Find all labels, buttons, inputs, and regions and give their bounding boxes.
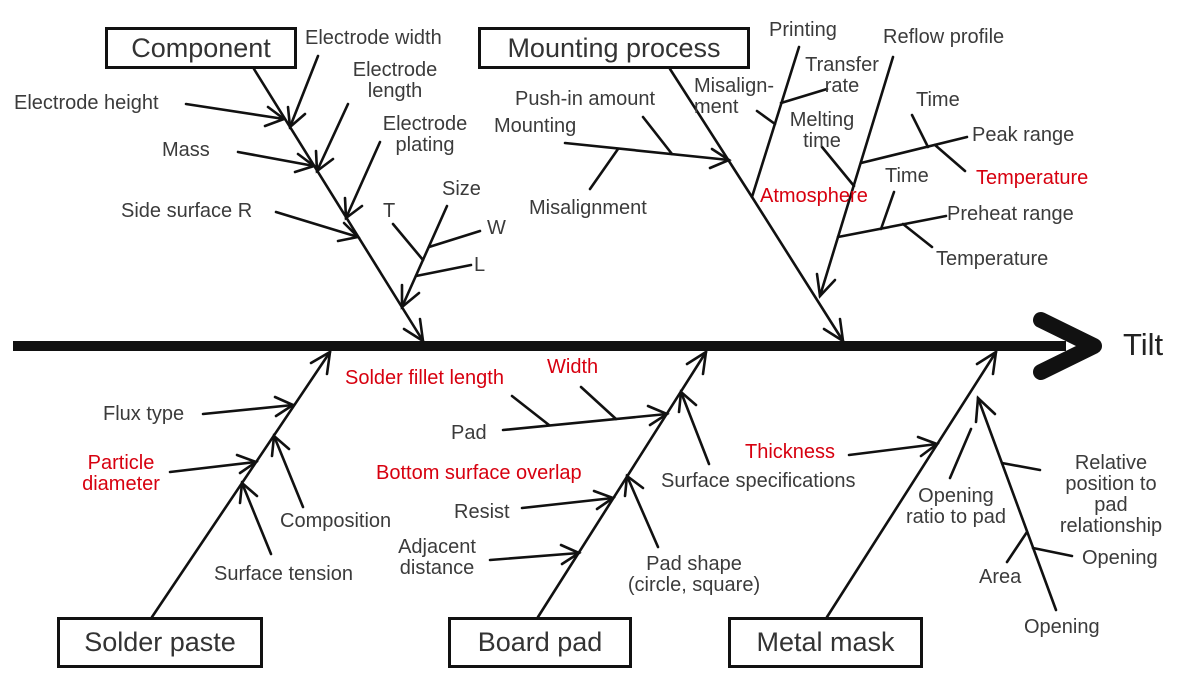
cause-printing: Printing [769, 19, 837, 41]
cause-pad-shape: Pad shape (circle, square) [627, 553, 761, 596]
board-pad-bone [488, 349, 711, 619]
cause-size-t: T [383, 200, 396, 222]
cause-pad: Pad [451, 422, 487, 444]
cause-opening-side: Opening [1082, 547, 1158, 569]
cause-bottom-surface-overlap: Bottom surface overlap [376, 462, 582, 484]
reflow-profile-bone [815, 55, 969, 299]
cause-peak-temperature: Temperature [976, 167, 1089, 189]
cause-surface-tension: Surface tension [214, 563, 353, 585]
cause-electrode-width: Electrode width [305, 27, 442, 49]
cause-push-in-amount: Push-in amount [515, 88, 656, 110]
cause-peak-time: Time [916, 89, 960, 111]
cause-flux-type: Flux type [103, 403, 185, 425]
cause-solder-fillet-length: Solder fillet length [345, 367, 504, 389]
cause-opening-bottom: Opening [1024, 616, 1100, 638]
cause-surface-specifications: Surface specifications [661, 470, 856, 492]
cause-size-w: W [487, 217, 506, 239]
cause-atmosphere: Atmosphere [760, 185, 868, 207]
cause-adjacent-distance: Adjacent distance [398, 536, 476, 579]
cause-misalignment: Misalignment [529, 197, 647, 219]
cause-electrode-height: Electrode height [14, 92, 159, 114]
cause-peak-range: Peak range [972, 124, 1075, 146]
category-box-metal-mask: Metal mask [728, 617, 923, 668]
metal-mask-bone [825, 349, 1074, 619]
effect-label-tilt: Tilt [1123, 327, 1164, 362]
cause-mass: Mass [162, 139, 210, 161]
cause-electrode-length: Electrode length [352, 59, 438, 102]
cause-preheat-range: Preheat range [947, 203, 1074, 225]
solder-paste-bone [150, 349, 332, 619]
cause-misalignment-wrapped: Misalign- ment [694, 75, 775, 118]
cause-transfer-rate: Transfer rate [805, 54, 879, 97]
cause-opening-ratio-to-pad: Opening ratio to pad [905, 485, 1007, 528]
cause-mounting: Mounting [494, 115, 577, 137]
category-box-board-pad: Board pad [448, 617, 632, 668]
mounting-process-bone [563, 45, 845, 344]
cause-area: Area [979, 566, 1022, 588]
category-box-solder-paste: Solder paste [57, 617, 263, 668]
cause-relative-position-to-pad: Relative position to pad relationship [1059, 452, 1163, 537]
cause-size-l: L [474, 254, 486, 276]
component-bone [184, 54, 482, 344]
cause-reflow-profile: Reflow profile [883, 26, 1005, 48]
spine [13, 312, 1102, 380]
cause-thickness: Thickness [745, 441, 836, 463]
cause-preheat-temperature: Temperature [936, 248, 1049, 270]
cause-composition: Composition [280, 510, 392, 532]
category-box-component: Component [105, 27, 297, 69]
cause-electrode-plating: Electrode plating [382, 113, 468, 156]
cause-melting-time: Melting time [789, 109, 855, 152]
cause-width: Width [547, 356, 599, 378]
category-box-mounting-process: Mounting process [478, 27, 750, 69]
cause-resist: Resist [454, 501, 510, 523]
cause-side-surface-r: Side surface R [121, 200, 253, 222]
cause-preheat-time: Time [885, 165, 929, 187]
cause-size: Size [442, 178, 481, 200]
cause-particle-diameter: Particle diameter [82, 452, 160, 495]
